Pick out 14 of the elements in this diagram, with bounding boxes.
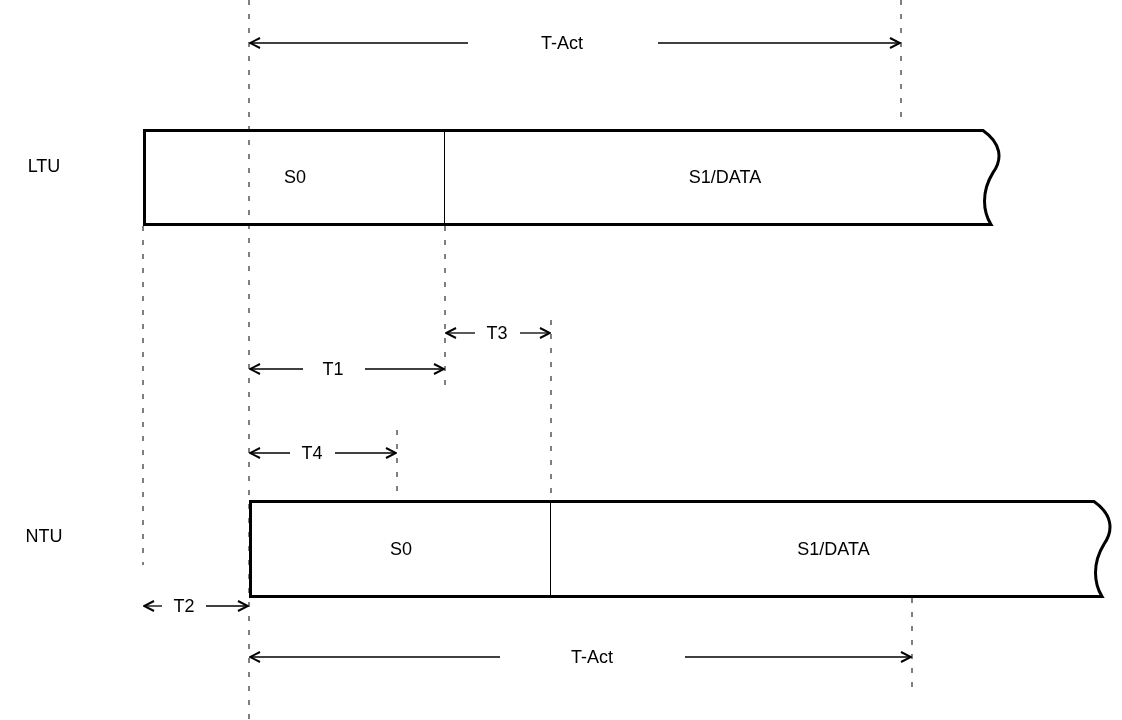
dimension-label: T-Act [571, 646, 613, 668]
frame-segment [249, 500, 551, 598]
segment-label: S0 [284, 167, 306, 188]
dimension-label: T1 [322, 358, 344, 380]
frame-segment [143, 129, 445, 226]
row-label: NTU [25, 525, 63, 547]
segment-label: S0 [390, 538, 412, 560]
segment-label: S1/DATA [797, 538, 870, 560]
dimension-label: T-Act [541, 32, 583, 54]
dimension-label: T3 [486, 322, 508, 344]
segment-label: S1/DATA [688, 167, 762, 188]
dimension-label: T2 [173, 595, 195, 617]
dimension-label: T4 [301, 442, 323, 464]
row-label: LTU [27, 155, 61, 177]
